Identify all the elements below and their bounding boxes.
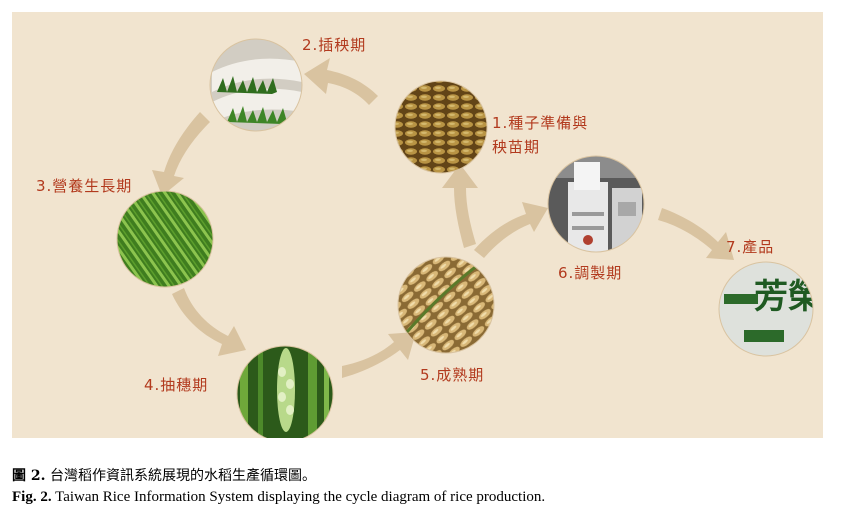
stage-4-node: 4.抽穗期 bbox=[144, 345, 334, 438]
stage-6-label: 6.調製期 bbox=[558, 264, 622, 282]
stage-5-label: 5.成熟期 bbox=[420, 366, 484, 384]
stage-6-node: 6.調製期 bbox=[547, 155, 645, 282]
figure-caption-english-text: Taiwan Rice Information System displayin… bbox=[55, 489, 546, 505]
rice-field-icon bbox=[117, 191, 213, 287]
cycle-arrows bbox=[152, 58, 734, 378]
arrow-stage5-to-stage1 bbox=[442, 164, 478, 248]
stage-1-node: 1.種子準備與 秧苗期 bbox=[394, 80, 588, 174]
arrow-stage4-to-stage5 bbox=[342, 332, 416, 378]
figure-caption-english-prefix: Fig. 2. bbox=[12, 489, 52, 505]
arrow-stage2-to-stage3 bbox=[152, 112, 210, 196]
figure-caption-chinese-prefix: 圖 2. bbox=[12, 468, 46, 484]
product-package-text: 芳榮 bbox=[754, 277, 822, 317]
rice-seed-icon bbox=[395, 81, 487, 173]
rice-cycle-diagram-panel: 1.種子準備與 秧苗期 2.插秧期 3.營養生長期 bbox=[12, 12, 823, 438]
arrow-stage5-to-stage6 bbox=[474, 202, 548, 258]
stage-1-label-line1: 1.種子準備與 bbox=[492, 114, 588, 132]
stage-3-node: 3.營養生長期 bbox=[36, 177, 214, 288]
stage-7-node: 芳榮 7.產品 bbox=[718, 238, 822, 357]
ripe-rice-grain-icon bbox=[398, 257, 494, 353]
rice-mill-machine-icon bbox=[548, 156, 644, 252]
stage-4-label: 4.抽穗期 bbox=[144, 376, 208, 394]
arrow-stage3-to-stage4 bbox=[172, 288, 246, 356]
figure-caption-chinese: 圖 2. 台灣稻作資訊系統展現的水稻生產循環圖。 bbox=[12, 465, 316, 485]
arrow-stage1-to-stage2 bbox=[304, 58, 378, 105]
rice-package-icon: 芳榮 bbox=[719, 262, 822, 356]
figure-caption-english: Fig. 2. Taiwan Rice Information System d… bbox=[12, 489, 545, 506]
figure-caption-chinese-text: 台灣稻作資訊系統展現的水稻生產循環圖。 bbox=[49, 468, 316, 484]
stage-2-node: 2.插秧期 bbox=[209, 36, 366, 132]
stage-2-label: 2.插秧期 bbox=[302, 36, 366, 54]
stage-5-node: 5.成熟期 bbox=[397, 256, 495, 384]
rice-cycle-diagram: 1.種子準備與 秧苗期 2.插秧期 3.營養生長期 bbox=[36, 36, 822, 438]
stage-1-label-line2: 秧苗期 bbox=[492, 138, 540, 156]
rice-seedling-tray-icon bbox=[210, 39, 302, 131]
stage-7-label: 7.產品 bbox=[726, 238, 774, 256]
rice-heading-icon bbox=[237, 346, 333, 438]
arrow-stage6-to-stage7 bbox=[658, 208, 734, 260]
stage-3-label: 3.營養生長期 bbox=[36, 177, 132, 195]
